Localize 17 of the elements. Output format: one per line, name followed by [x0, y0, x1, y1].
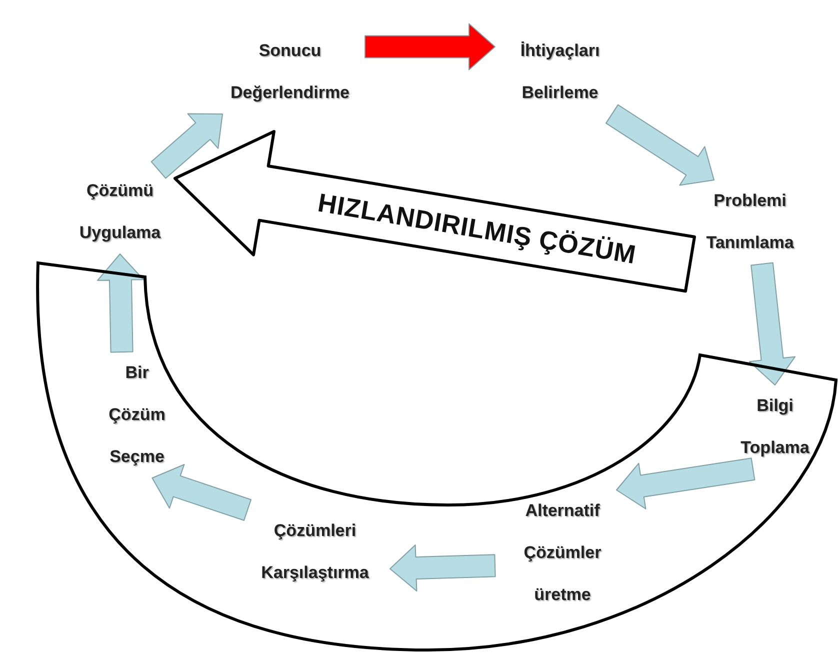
arrow	[616, 458, 756, 510]
arrow	[150, 113, 223, 179]
step-label: Çözümleri Karşılaştırma	[240, 510, 390, 594]
step-label: Sonucu Değerlendirme	[215, 30, 365, 114]
arrow	[97, 254, 144, 353]
block-arrow	[174, 130, 696, 293]
arrow	[748, 262, 796, 386]
step-label: İhtiyaçları Belirleme	[495, 30, 625, 114]
arrow	[364, 23, 496, 70]
step-label: Bilgi Toplama	[720, 385, 830, 469]
step-label: Çözümü Uygulama	[65, 170, 175, 254]
arrow	[390, 544, 496, 592]
arrow	[606, 104, 714, 186]
step-label: Problemi Tanımlama	[690, 180, 810, 264]
arrow	[152, 464, 252, 521]
step-label: Bir Çözüm Seçme	[99, 352, 175, 478]
step-label: Alternatif Çözümler üretme	[495, 490, 630, 616]
